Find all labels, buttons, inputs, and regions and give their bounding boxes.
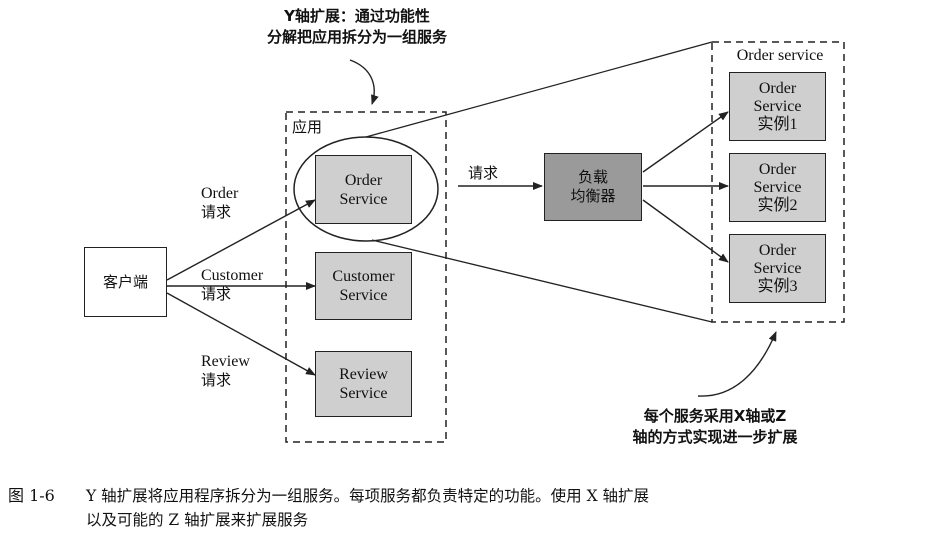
arrow-lb-to-instance-3 <box>642 199 729 263</box>
projection-line-top <box>365 41 713 138</box>
y-axis-annotation: Y轴扩展：通过功能性 分解把应用拆分为一组服务 <box>232 6 482 48</box>
review-service-line2: Service <box>339 385 388 402</box>
arrow-order-request <box>166 199 316 281</box>
xz-axis-annotation: 每个服务采用X轴或Z 轴的方式实现进一步扩展 <box>600 406 830 448</box>
arrow-annotation-top <box>349 59 379 105</box>
customer-service-line1: Customer <box>332 268 395 285</box>
order-request-line2: 请求 <box>201 203 232 221</box>
load-balancer-line1: 负载 <box>577 168 608 186</box>
order-request-line1: Order <box>201 185 239 202</box>
instance-1-line2: Service <box>753 97 802 115</box>
instance-1-line1: Order <box>758 79 797 97</box>
client-box: 客户端 <box>84 247 167 317</box>
review-request-line2: 请求 <box>201 371 232 389</box>
xz-axis-annotation-line2: 轴的方式实现进一步扩展 <box>632 428 798 446</box>
review-request-line1: Review <box>201 353 250 370</box>
order-service-group-border <box>711 41 845 323</box>
app-group-border <box>285 111 447 443</box>
client-label: 客户端 <box>102 272 148 291</box>
customer-request-line1: Customer <box>201 267 264 284</box>
arrow-review-request <box>166 292 316 376</box>
order-service-line1: Order <box>344 171 383 189</box>
order-request-label: Order 请求 <box>201 184 238 222</box>
customer-service-box: Customer Service <box>315 252 412 320</box>
y-axis-annotation-line2: 分解把应用拆分为一组服务 <box>266 28 447 46</box>
instance-2-line2: Service <box>753 178 802 196</box>
load-balancer-box: 负载 均衡器 <box>544 153 642 221</box>
order-service-box: Order Service <box>315 155 412 224</box>
instance-2-line3: 实例2 <box>757 196 798 214</box>
instance-3-line3: 实例3 <box>757 277 798 295</box>
instance-1-line3: 实例1 <box>757 115 798 133</box>
customer-service-line2: Service <box>339 287 388 304</box>
xz-axis-annotation-line1: 每个服务采用X轴或Z <box>643 407 787 425</box>
projection-line-bottom <box>371 239 713 323</box>
order-instance-3-box: Order Service 实例3 <box>729 234 826 303</box>
app-group-label: 应用 <box>292 118 323 136</box>
instance-3-line2: Service <box>753 259 802 277</box>
y-axis-annotation-line1: Y轴扩展：通过功能性 <box>284 7 430 25</box>
figure-number: 图 1-6 <box>8 486 55 505</box>
instance-2-line1: Order <box>758 160 797 178</box>
arrow-lb-to-instance-1 <box>642 111 729 173</box>
figure-caption-line2: 以及可能的 Z 轴扩展来扩展服务 <box>86 511 309 529</box>
customer-request-label: Customer 请求 <box>201 266 263 304</box>
load-balancer-line2: 均衡器 <box>570 187 616 205</box>
figure-caption: Y 轴扩展将应用程序拆分为一组服务。每项服务都负责特定的功能。使用 X 轴扩展 … <box>86 484 931 532</box>
review-request-label: Review 请求 <box>201 352 250 390</box>
customer-request-line2: 请求 <box>201 285 232 303</box>
instance-3-line1: Order <box>758 241 797 259</box>
order-service-line2: Service <box>339 190 388 208</box>
lb-request-label: 请求 <box>468 164 499 182</box>
review-service-line1: Review <box>339 366 388 383</box>
figure-caption-line1: Y 轴扩展将应用程序拆分为一组服务。每项服务都负责特定的功能。使用 X 轴扩展 <box>86 487 650 505</box>
order-instance-2-box: Order Service 实例2 <box>729 153 826 222</box>
order-instance-1-box: Order Service 实例1 <box>729 72 826 141</box>
order-service-group-label: Order service <box>736 47 824 64</box>
arrow-annotation-bottom <box>697 331 777 397</box>
review-service-box: Review Service <box>315 351 412 417</box>
